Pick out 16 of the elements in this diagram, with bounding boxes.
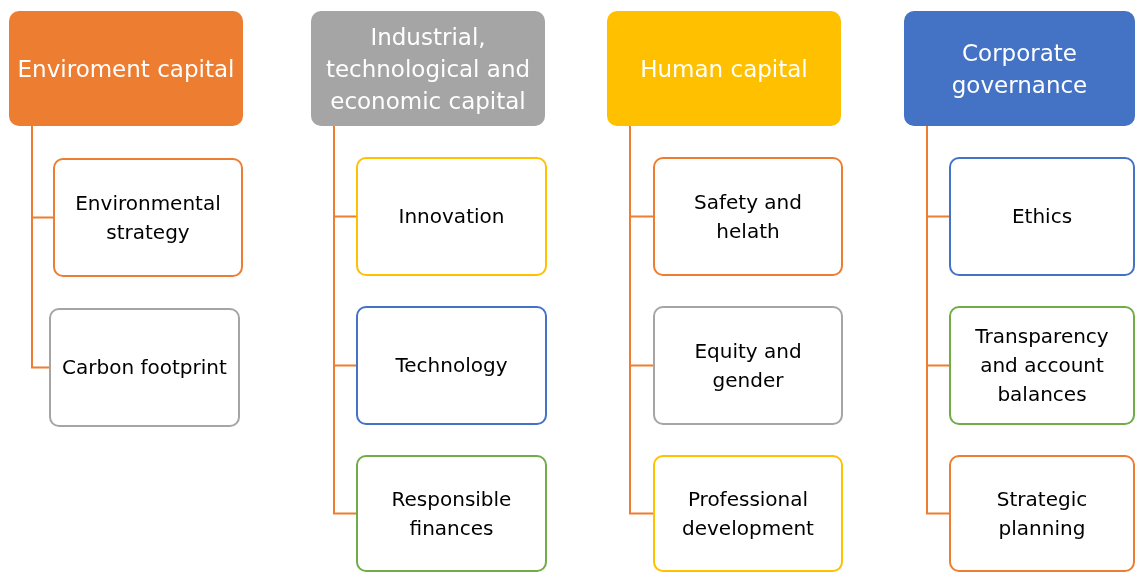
item-box: Professional development: [653, 455, 843, 572]
item-box: Strategic planning: [949, 455, 1135, 572]
category-header-box: Enviroment capital: [9, 11, 243, 126]
category-header-box: Corporate governance: [904, 11, 1135, 126]
item-box: Innovation: [356, 157, 547, 276]
item-box: Transparency and account balances: [949, 306, 1135, 425]
item-box: Safety and helath: [653, 157, 843, 276]
item-box: Responsible finances: [356, 455, 547, 572]
item-box: Environmental strategy: [53, 158, 243, 277]
category-header-box: Human capital: [607, 11, 841, 126]
connector-line: [31, 125, 50, 369]
category-header-box: Industrial, technological and economic capital: [311, 11, 545, 126]
item-box: Technology: [356, 306, 547, 425]
item-box: Ethics: [949, 157, 1135, 276]
item-box: Equity and gender: [653, 306, 843, 425]
item-box: Carbon footprint: [49, 308, 240, 427]
